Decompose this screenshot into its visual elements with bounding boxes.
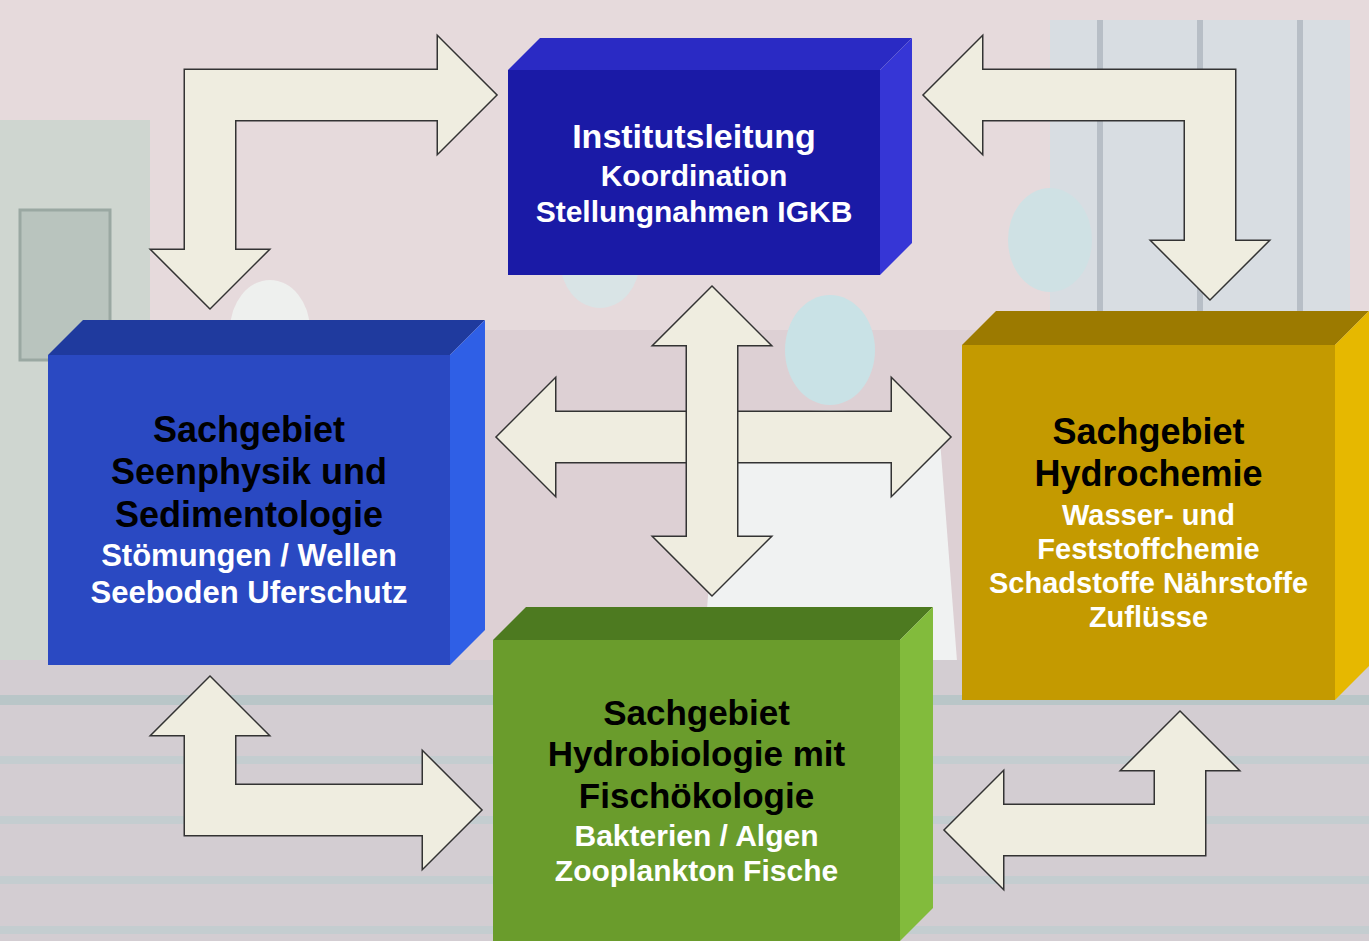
arrowhead-outline [438,37,496,153]
arrowhead [423,752,481,868]
box-heading: Sachgebiet Hydrochemie [974,411,1323,496]
arrow-outline [982,95,1210,241]
arrowhead [654,287,770,345]
arrowhead [1122,712,1238,770]
arrow-outline [1003,770,1180,830]
arrowhead-outline [423,752,481,868]
box-bevel [48,320,485,665]
arrowhead [497,379,555,495]
box-side-face [1335,311,1369,700]
box-heading: Institutsleitung [520,116,868,156]
box-body: Wasser- und Feststoffchemie Schadstoffe … [974,498,1323,635]
box-body: Bakterien / Algen Zooplankton Fische [505,818,888,889]
arrowhead-outline [1152,241,1268,299]
arrow-body [210,735,423,810]
arrowhead [438,37,496,153]
arrowhead [1152,241,1268,299]
box-top-face [48,320,485,355]
arrowhead [654,537,770,595]
arrow-outline [686,345,739,537]
arrow-outline [210,95,438,250]
arrowhead-outline [1122,712,1238,770]
box-heading: Sachgebiet Hydrobiologie mit Fischökolog… [505,692,888,816]
section-box: InstitutsleitungKoordination Stellungnah… [508,70,880,275]
arrow-outline [210,735,423,810]
section-box: Sachgebiet Seenphysik und Sedimentologie… [48,355,450,665]
block-arrow [945,712,1238,888]
arrow-body [210,95,438,250]
arrowhead [152,250,268,308]
section-box: Sachgebiet HydrochemieWasser- und Festst… [962,345,1335,700]
block-arrow [152,677,481,868]
block-arrow [152,37,496,308]
arrowhead-outline [497,379,555,495]
arrow-body [1003,770,1180,830]
box-top-face [962,311,1369,345]
arrowhead [152,677,268,735]
arrowhead-outline [152,677,268,735]
arrowhead-outline [945,772,1003,888]
box-top-face [508,38,912,70]
arrowhead-outline [892,379,950,495]
section-box: Sachgebiet Hydrobiologie mit Fischökolog… [493,640,900,941]
box-top-face [493,607,933,640]
box-side-face [450,320,485,665]
arrowhead-outline [654,287,770,345]
box-side-face [880,38,912,275]
box-side-face [900,607,933,941]
arrow-body [687,345,737,537]
arrowhead-outline [654,537,770,595]
box-bevel [493,607,933,941]
box-body: Koordination Stellungnahmen IGKB [520,158,868,229]
arrowhead-outline [152,250,268,308]
box-body: Stömungen / Wellen Seeboden Uferschutz [60,538,438,611]
box-bevel [508,38,912,275]
block-arrow [654,287,770,595]
arrowhead [924,37,982,153]
arrowhead [892,379,950,495]
arrowhead [945,772,1003,888]
arrow-body [982,95,1210,241]
block-arrow [924,37,1268,299]
box-heading: Sachgebiet Seenphysik und Sedimentologie [60,409,438,536]
arrowhead-outline [924,37,982,153]
